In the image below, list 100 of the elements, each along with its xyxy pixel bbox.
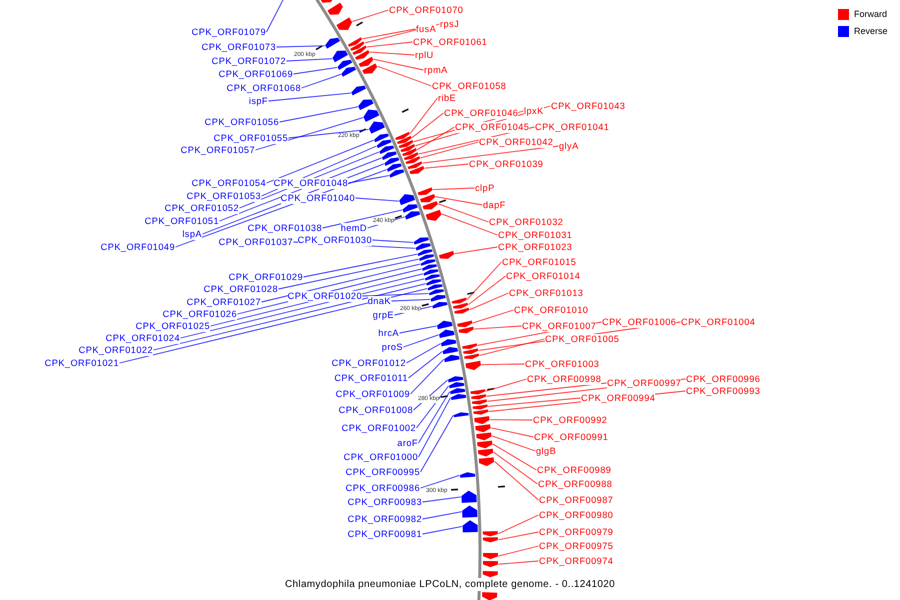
leader-line <box>266 140 374 184</box>
leader-line <box>490 427 534 438</box>
gene-label: CPK_ORF00992 <box>533 414 608 426</box>
gene-feature <box>473 410 488 415</box>
gene-feature <box>452 298 467 304</box>
gene-feature <box>422 264 437 271</box>
gene-label: CPK_ORF00982 <box>348 514 422 524</box>
legend-label: Reverse <box>854 26 888 37</box>
gene-feature <box>350 41 364 51</box>
gene-label: ribE <box>438 92 456 104</box>
leader-line <box>494 460 539 500</box>
leader-line <box>498 532 539 540</box>
leader-line <box>438 203 489 222</box>
gene-feature <box>462 520 478 532</box>
gene-label: CPK_ORF01007 <box>522 320 596 332</box>
gene-feature <box>362 63 378 74</box>
gene-feature <box>402 204 418 213</box>
gene-feature <box>400 144 416 152</box>
leader-line <box>362 28 416 40</box>
gene-label: CPK_ORF01041 <box>535 122 610 132</box>
gene-label: CPK_ORF01054 <box>192 178 266 188</box>
gene-label: CPK_ORF01013 <box>509 288 584 298</box>
gene-label: CPK_ORF01009 <box>336 388 410 400</box>
gene-label: glyA <box>559 140 579 152</box>
leader-line <box>288 128 370 138</box>
leader-line <box>355 198 400 202</box>
gene-label: CPK_ORF01004 <box>681 316 756 328</box>
gene-label: CPK_ORF00994 <box>581 392 656 404</box>
gene-feature <box>418 187 433 196</box>
gene-label: CPK_ORF01046 <box>444 108 518 118</box>
gene-label: CPK_ORF01029 <box>228 272 303 282</box>
gene-label: CPK_ORF01023 <box>498 242 572 252</box>
gene-feature <box>483 553 498 560</box>
gene-feature <box>426 210 442 221</box>
gene-feature <box>472 399 487 404</box>
gene-feature <box>460 472 476 478</box>
legend-label: Forward <box>854 9 888 20</box>
leader-line <box>362 293 429 296</box>
gene-label: rplU <box>415 50 434 60</box>
leader-line <box>498 560 539 565</box>
leader-line <box>492 444 537 470</box>
gene-feature <box>414 237 429 245</box>
gene-feature <box>369 122 385 134</box>
leader-line <box>420 474 460 488</box>
gene-label: CPK_ORF00975 <box>539 540 614 552</box>
gene-feature <box>404 152 419 160</box>
gene-feature <box>418 249 432 256</box>
gene-label: clpP <box>475 182 495 194</box>
leader-line <box>369 52 415 56</box>
gene-feature <box>476 432 492 440</box>
gene-feature <box>478 457 494 466</box>
leader-line <box>486 382 607 397</box>
gene-label: CPK_ORF01045 <box>455 122 530 132</box>
leader-line <box>399 326 438 334</box>
gene-label: CPK_ORF01039 <box>469 158 544 170</box>
gene-feature <box>432 302 448 309</box>
leader-line <box>441 214 498 236</box>
leader-line <box>422 511 462 520</box>
gene-label: CPK_ORF01030 <box>298 234 372 246</box>
leader-line <box>422 526 463 534</box>
leader-line <box>366 42 413 48</box>
gene-feature <box>376 140 392 148</box>
gene-feature <box>341 66 356 77</box>
gene-feature <box>422 201 438 210</box>
gene-feature <box>355 50 370 60</box>
leader-line <box>276 45 326 48</box>
gene-feature <box>409 166 424 174</box>
gene-label: dnaK <box>368 296 391 306</box>
leader-line <box>412 112 444 138</box>
gene-feature <box>482 561 498 568</box>
leader-line <box>372 240 414 243</box>
gene-feature <box>478 448 494 456</box>
gene-feature <box>472 404 488 410</box>
gene-label: CPK_ORF00991 <box>534 432 608 442</box>
leader-line <box>391 298 430 302</box>
gene-label: CPK_ORF00979 <box>539 526 614 538</box>
gene-label: CPK_ORF01005 <box>545 334 620 344</box>
leader-line <box>266 0 286 32</box>
gene-label: CPK_ORF00983 <box>348 496 422 508</box>
leader-line <box>261 264 421 302</box>
gene-label: CPK_ORF01014 <box>506 270 580 282</box>
gene-label: lpxK <box>524 106 544 116</box>
leader-line <box>406 343 441 364</box>
gene-label: CPK_ORF00974 <box>539 556 614 566</box>
leader-line <box>377 66 432 86</box>
gene-label: proS <box>382 342 403 352</box>
leader-line <box>373 58 424 70</box>
leader-line <box>490 419 533 420</box>
gene-feature <box>438 250 454 259</box>
caption: Chlamydophila pneumoniae LPCoLN, complete genome. - 0..1241020 <box>284 578 616 591</box>
gene-feature <box>416 243 431 250</box>
gene-label: CPK_ORF01026 <box>162 308 237 320</box>
gene-feature <box>464 354 480 359</box>
leader-line <box>408 351 443 378</box>
leader-line <box>472 310 514 324</box>
gene-feature <box>428 284 443 290</box>
gene-label: CPK_ORF01022 <box>78 344 153 356</box>
leader-line <box>424 164 469 169</box>
gene-feature <box>351 86 366 96</box>
leader-line <box>416 385 450 428</box>
